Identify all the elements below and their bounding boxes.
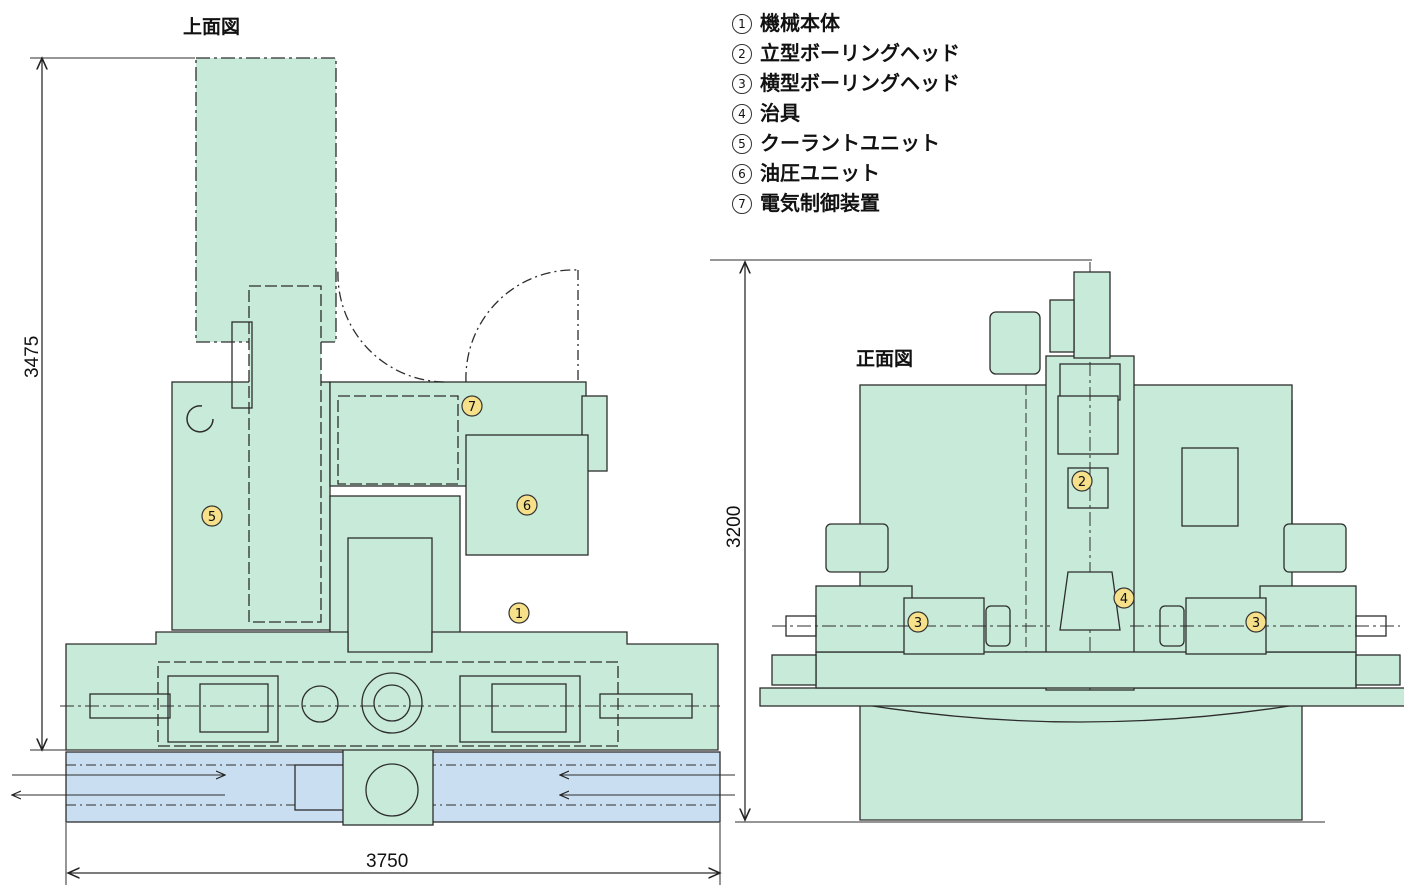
- column-head: [347, 537, 433, 657]
- legend-label: 電気制御装置: [760, 191, 880, 215]
- callout-badge: [1071, 470, 1093, 492]
- coolant-pump: [248, 285, 322, 623]
- legend-label: 油圧ユニット: [760, 161, 880, 185]
- callout-3-right: 3: [1245, 611, 1267, 633]
- left-end-cap: [771, 654, 817, 686]
- callout-label: 5: [208, 510, 216, 525]
- legend-number: 5: [732, 134, 752, 154]
- legend-item: 7 電気制御装置: [732, 188, 960, 218]
- legend-label: 横型ボーリングヘッド: [760, 71, 960, 95]
- coolant-reel: [186, 405, 214, 433]
- coolant-pipe: [231, 321, 253, 409]
- right-spindle: [599, 693, 693, 719]
- callout-6: 6: [516, 494, 538, 516]
- callout-5: 5: [201, 505, 223, 527]
- base-slide-outline: [157, 661, 619, 747]
- pedestal-curve: [859, 703, 1303, 723]
- legend-label: 立型ボーリングヘッド: [760, 41, 960, 65]
- vertical-head-body: [1057, 395, 1119, 455]
- fixture-body: [1059, 571, 1121, 631]
- right-head-housing: [459, 675, 581, 743]
- legend-number: 2: [732, 44, 752, 64]
- conveyor-drum: [365, 763, 419, 817]
- left-head-motor: [199, 683, 269, 733]
- legend-number: 6: [732, 164, 752, 184]
- callout-badge: [201, 505, 223, 527]
- cabinet-door-swing: [465, 269, 579, 383]
- callout-label: 4: [1120, 592, 1128, 607]
- legend-item: 3 横型ボーリングヘッド: [732, 68, 960, 98]
- left-head-motor: [825, 523, 889, 573]
- rotary-table-inner: [373, 684, 411, 722]
- callout-label: 1: [515, 607, 523, 622]
- top-view-title: 上面図: [183, 16, 241, 38]
- top-view-width-dimension: 3750: [366, 851, 409, 872]
- left-head-base: [815, 585, 913, 653]
- legend-item: 5 クーラントユニット: [732, 128, 960, 158]
- right-head-motor: [491, 683, 567, 733]
- callout-3-left: 3: [907, 611, 929, 633]
- left-spindle: [89, 693, 171, 719]
- left-tool: [785, 615, 817, 637]
- front-view-title: 正面図: [856, 348, 914, 370]
- right-head-base: [1259, 585, 1357, 653]
- callout-badge: [907, 611, 929, 633]
- cabinet-door-swing: [337, 269, 445, 383]
- side-box: [1181, 447, 1239, 527]
- legend-item: 4 治具: [732, 98, 960, 128]
- legend-number: 3: [732, 74, 752, 94]
- callout-4: 4: [1113, 587, 1135, 609]
- legend-label: クーラントユニット: [760, 131, 940, 155]
- left-gear: [301, 685, 339, 723]
- legend-item: 2 立型ボーリングヘッド: [732, 38, 960, 68]
- parts-legend: 1 機械本体 2 立型ボーリングヘッド 3 横型ボーリングヘッド 4 治具 5 クーラント…: [732, 8, 960, 218]
- callout-label: 3: [914, 616, 922, 631]
- legend-item: 1 機械本体: [732, 8, 960, 38]
- callout-2: 2: [1071, 470, 1093, 492]
- legend-label: 治具: [760, 101, 800, 125]
- legend-number: 4: [732, 104, 752, 124]
- top-motor: [1073, 271, 1111, 359]
- right-head-motor: [1283, 523, 1347, 573]
- right-tool: [1355, 615, 1387, 637]
- legend-number: 1: [732, 14, 752, 34]
- pit-opening: [294, 764, 346, 811]
- callout-markers: 1 5 6 7 2 4 3 3: [201, 395, 1267, 633]
- left-head-housing: [167, 675, 279, 743]
- rotary-table: [361, 672, 423, 734]
- front-view-drawing: [710, 259, 1404, 823]
- top-side-motor: [989, 311, 1041, 375]
- callout-badge: [516, 494, 538, 516]
- callout-label: 6: [523, 499, 531, 514]
- callout-label: 7: [468, 400, 476, 415]
- legend-label: 機械本体: [760, 11, 840, 35]
- callout-label: 3: [1252, 616, 1260, 631]
- top-motor-cap: [1049, 299, 1075, 353]
- legend-item: 6 油圧ユニット: [732, 158, 960, 188]
- right-end-cap: [1355, 654, 1401, 686]
- callout-7: 7: [461, 395, 483, 417]
- legend-number: 7: [732, 194, 752, 214]
- callout-badge: [508, 602, 530, 624]
- top-view-drawing: [12, 58, 735, 885]
- callout-badge: [1245, 611, 1267, 633]
- callout-badge: [1113, 587, 1135, 609]
- slide-rails: [815, 651, 1357, 689]
- bed-plate: [759, 687, 1404, 707]
- electrical-cabinet: [337, 395, 459, 485]
- callout-1: 1: [508, 602, 530, 624]
- callout-label: 2: [1078, 475, 1086, 490]
- callout-badge: [461, 395, 483, 417]
